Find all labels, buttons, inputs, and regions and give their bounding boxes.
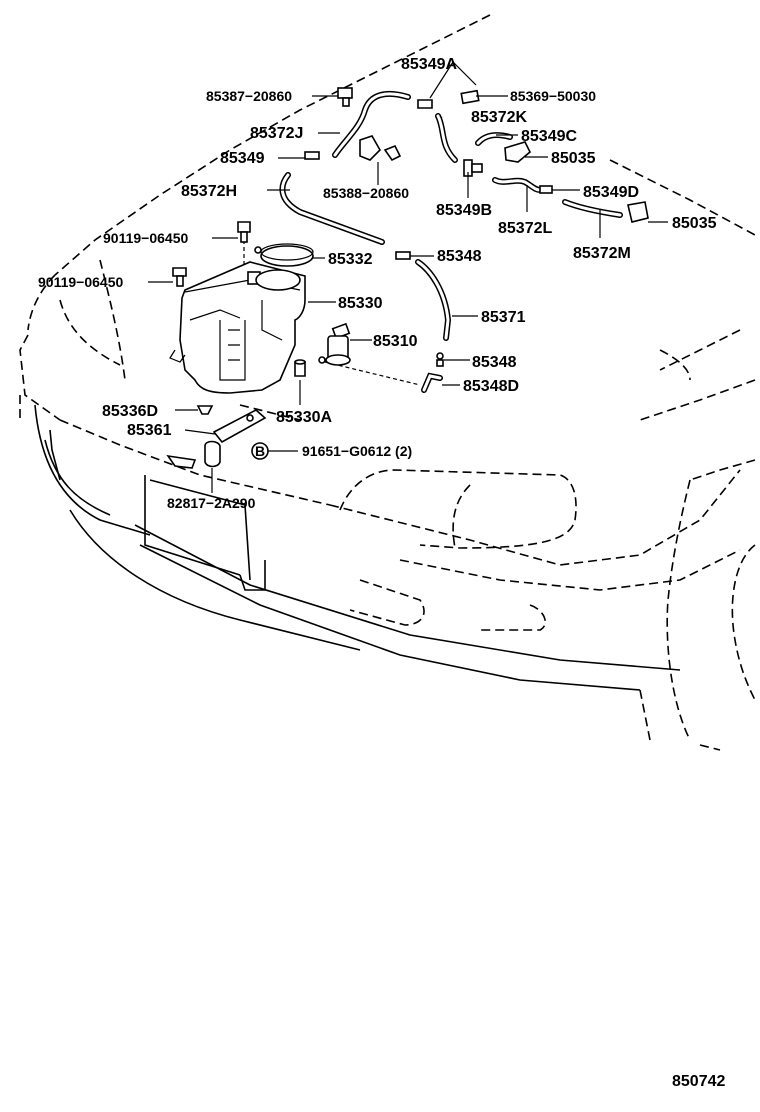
washer-tank [169, 261, 306, 394]
clip [196, 405, 214, 415]
label-85332: 85332 [328, 251, 373, 268]
label-85349C: 85349C [521, 128, 577, 145]
label-85310: 85310 [373, 333, 418, 350]
label-85372M: 85372M [573, 245, 631, 262]
pump-grommet [294, 359, 306, 377]
label-85349A: 85349A [401, 56, 457, 73]
connector-holder [166, 440, 221, 469]
bolt-lower [172, 267, 187, 287]
label-85372L: 85372L [498, 220, 552, 237]
label-91651-G0612: 91651−G0612 (2) [302, 443, 412, 459]
bolt-marker-b: B [255, 443, 265, 459]
label-85371: 85371 [481, 309, 526, 326]
label-82817-2A290: 82817−2A290 [167, 495, 256, 511]
label-85348D: 85348D [463, 378, 519, 395]
washer-pump [318, 322, 351, 366]
label-85330: 85330 [338, 295, 383, 312]
hose-joints [251, 87, 649, 460]
label-85361: 85361 [127, 422, 172, 439]
bolt-upper [237, 221, 251, 243]
label-85349D: 85349D [583, 184, 639, 201]
label-85348-lower: 85348 [472, 354, 517, 371]
label-85387-20860: 85387−20860 [206, 88, 292, 104]
label-85349B: 85349B [436, 202, 492, 219]
bracket [212, 409, 267, 444]
leader-lines [148, 61, 668, 493]
car-body-outline [19, 14, 756, 751]
part-labels: 85349A 85387−20860 85369−50030 85372K 85… [38, 56, 725, 1090]
hoses [279, 90, 623, 393]
label-85349: 85349 [220, 150, 265, 167]
label-85035-lower: 85035 [672, 215, 717, 232]
label-90119-06450-upper: 90119−06450 [103, 230, 188, 246]
label-85388-20860: 85388−20860 [323, 185, 409, 201]
label-85348-upper: 85348 [437, 248, 482, 265]
tank-cap [254, 243, 314, 267]
diagram-id: 850742 [672, 1073, 725, 1090]
label-85035-upper: 85035 [551, 150, 596, 167]
label-90119-06450-lower: 90119−06450 [38, 274, 123, 290]
label-85372J: 85372J [250, 125, 303, 142]
label-85369-50030: 85369−50030 [510, 88, 596, 104]
label-85372K: 85372K [471, 109, 527, 126]
label-85336D: 85336D [102, 403, 158, 420]
label-85372H: 85372H [181, 183, 237, 200]
label-85330A: 85330A [276, 409, 332, 426]
